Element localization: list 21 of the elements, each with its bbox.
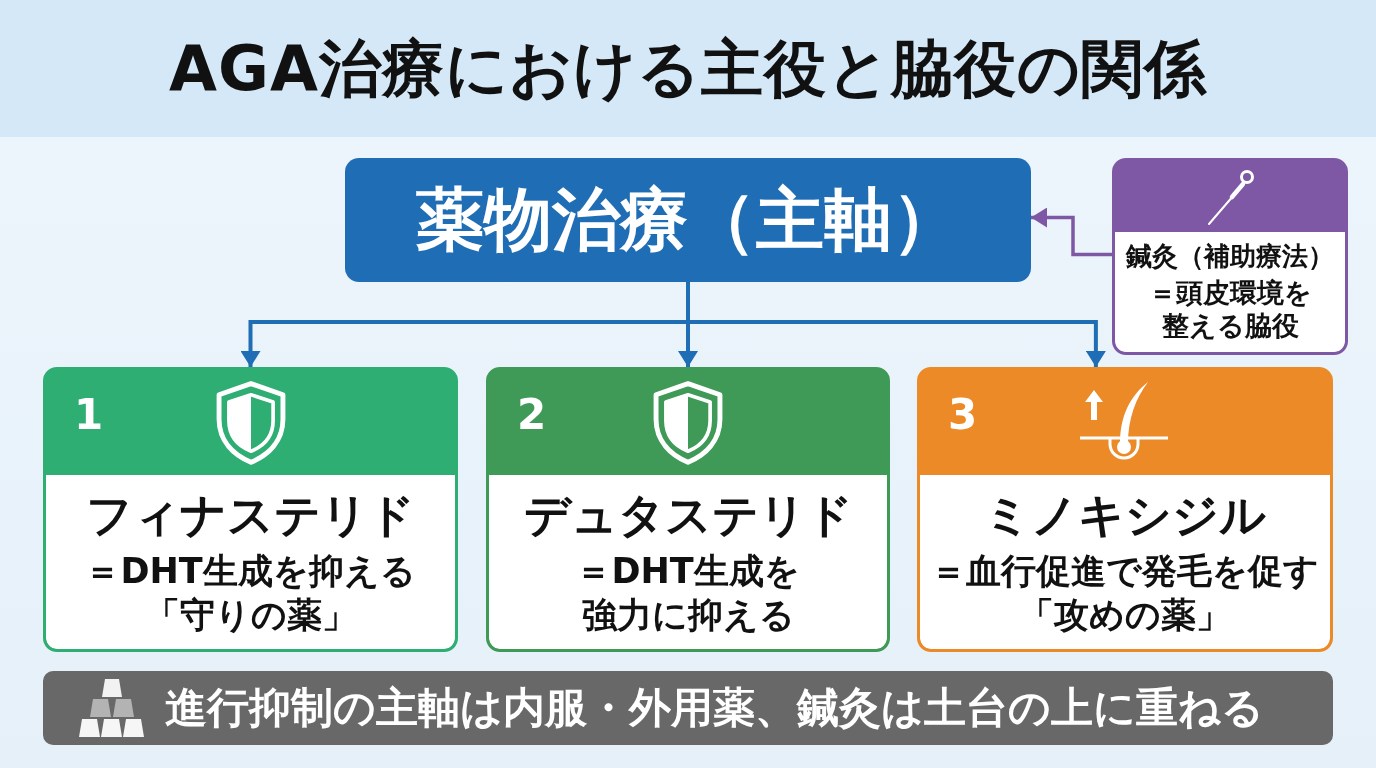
drug-name: デュタステリド — [523, 486, 853, 544]
drug-name: フィナステリド — [86, 486, 415, 544]
drug-description: ＝血行促進で発毛を促す「攻めの薬」 — [930, 550, 1320, 637]
step-number: 2 — [517, 394, 547, 436]
therapy-title: 鍼灸（補助療法） — [1126, 241, 1334, 273]
main-treatment-box — [345, 158, 1031, 282]
diagram-title: AGA治療における主役と脇役の関係 — [169, 30, 1207, 107]
connector-arrow — [1031, 207, 1112, 257]
summary-bar — [43, 671, 1333, 745]
drug-description: ＝DHT生成を抑える「守りの薬」 — [84, 550, 417, 637]
drug-description: ＝DHT生成を強力に抑える — [575, 550, 801, 637]
main-treatment-title: 薬物治療（主軸） — [416, 178, 960, 261]
step-number: 3 — [948, 394, 978, 436]
step-number: 1 — [74, 394, 104, 436]
drug-card — [43, 367, 458, 652]
therapy-description: ＝頭皮環境を整える脇役 — [1147, 276, 1313, 343]
drug-card — [486, 367, 890, 652]
summary-text: 進行抑制の主軸は内服・外用薬、鍼灸は土台の上に重ねる — [165, 682, 1264, 734]
supporting-therapy-box — [1112, 158, 1348, 355]
drug-name: ミノキシジル — [984, 486, 1266, 544]
drug-card — [917, 367, 1333, 652]
